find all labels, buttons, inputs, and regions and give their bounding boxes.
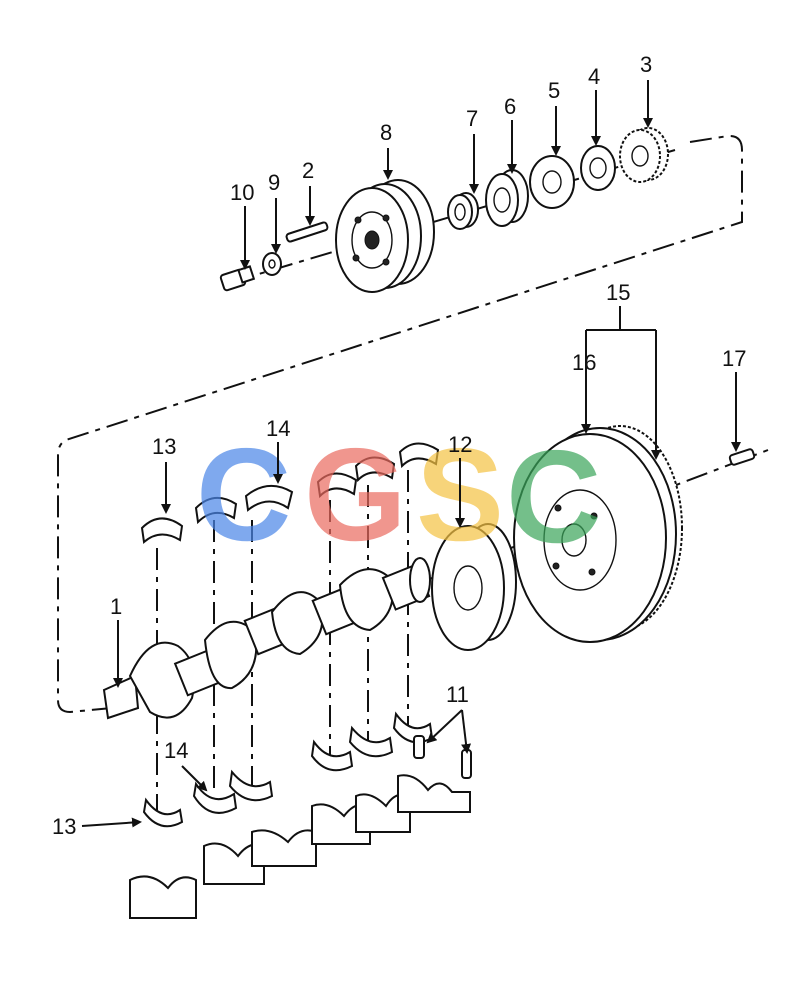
callout-9: 9 xyxy=(268,170,280,195)
callout-17: 17 xyxy=(722,346,746,371)
callout-4: 4 xyxy=(588,64,600,89)
callout-6: 6 xyxy=(504,94,516,119)
retainer-part-4 xyxy=(580,145,616,191)
callout-8: 8 xyxy=(380,120,392,145)
callout-1: 1 xyxy=(110,594,122,619)
callout-7: 7 xyxy=(466,106,478,131)
leader-lines xyxy=(81,80,741,828)
crank-gear-part-3 xyxy=(619,127,669,183)
dowel-pins-part-11 xyxy=(413,735,472,779)
callout-labels: 1 2 3 4 5 6 7 8 9 10 11 12 13 13 14 14 1… xyxy=(52,52,746,839)
flywheel-part-15 xyxy=(513,425,683,643)
bolt-part-10 xyxy=(219,265,256,292)
flywheel-bolt-part-17 xyxy=(728,448,756,466)
callout-5: 5 xyxy=(548,78,560,103)
spacer-part-5 xyxy=(529,155,575,209)
callout-16: 16 xyxy=(572,350,596,375)
seal-part-7 xyxy=(447,192,479,230)
bearing-shells-lower xyxy=(142,711,434,828)
main-bearing-caps xyxy=(129,774,471,919)
washer-part-9 xyxy=(262,252,282,276)
callout-15: 15 xyxy=(606,280,630,305)
watermark-letter-g: G xyxy=(304,421,407,568)
seal-retainer-part-12 xyxy=(431,523,517,651)
key-part-2 xyxy=(285,221,329,243)
callout-13-upper: 13 xyxy=(152,434,176,459)
cgsc-watermark: C G S C xyxy=(196,421,601,570)
bearing-shells-upper xyxy=(140,442,440,544)
watermark-letter-c2: C xyxy=(506,423,601,570)
callout-11: 11 xyxy=(446,682,469,707)
watermark-letter-c1: C xyxy=(196,421,291,568)
callout-3: 3 xyxy=(640,52,652,77)
callout-13-lower: 13 xyxy=(52,814,76,839)
front-cover-part-6 xyxy=(485,169,529,227)
pulley-part-8 xyxy=(335,179,435,293)
callout-14-lower: 14 xyxy=(164,738,188,763)
callout-14-upper: 14 xyxy=(266,416,290,441)
callout-12: 12 xyxy=(448,432,472,457)
callout-2: 2 xyxy=(302,158,314,183)
callout-10: 10 xyxy=(230,180,254,205)
crankshaft-part-1 xyxy=(102,557,431,720)
